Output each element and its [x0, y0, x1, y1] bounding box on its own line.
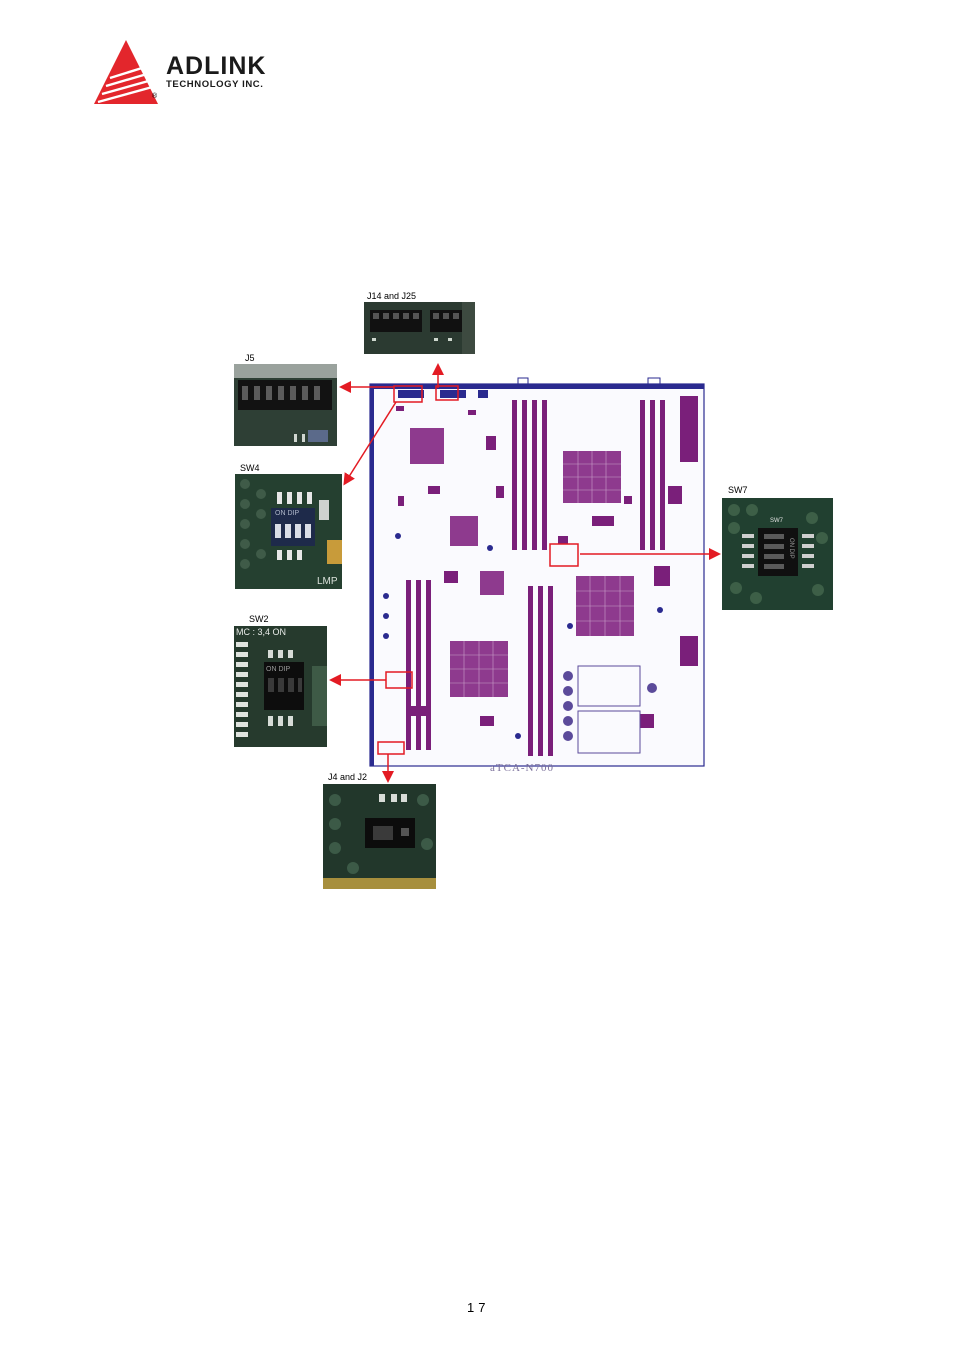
- board-layout-drawing: aTCA-N700: [368, 376, 710, 778]
- photo-j4-j2: [323, 784, 436, 889]
- logo-triangle-icon: [94, 40, 158, 104]
- label-j4-j2: J4 and J2: [328, 772, 368, 782]
- label-sw4: SW4: [240, 463, 260, 473]
- page-number: 17: [467, 1300, 490, 1315]
- brand-subtitle: TECHNOLOGY INC.: [166, 79, 264, 90]
- photo-j5: [234, 364, 337, 446]
- photo-j14-j25: [364, 302, 475, 354]
- label-sw2: SW2: [249, 614, 269, 624]
- sw2-top-text: MC : 3,4 ON: [236, 627, 287, 637]
- sw7-name-text: SW7: [770, 518, 784, 524]
- photo-sw4: ON DIP LMP: [235, 474, 342, 589]
- label-sw7: SW7: [728, 485, 748, 495]
- registered-mark: ®: [152, 93, 158, 100]
- label-j5: J5: [245, 353, 255, 363]
- photo-sw2: MC : 3,4 ON ON DIP: [234, 626, 327, 747]
- sw2-dip-text: ON DIP: [266, 666, 291, 673]
- brand-name: ADLINK: [166, 52, 267, 80]
- board-model-caption: aTCA-N700: [490, 762, 554, 774]
- photo-sw7: SW7 ON DIP: [722, 498, 833, 610]
- sw4-dip-text: ON DIP: [275, 510, 300, 517]
- sw4-side-text: LMP: [317, 576, 338, 587]
- company-logo: ® ADLINK TECHNOLOGY INC.: [92, 38, 312, 108]
- label-j14-j25: J14 and J25: [367, 291, 417, 301]
- sw7-dip-text: ON DIP: [788, 538, 794, 559]
